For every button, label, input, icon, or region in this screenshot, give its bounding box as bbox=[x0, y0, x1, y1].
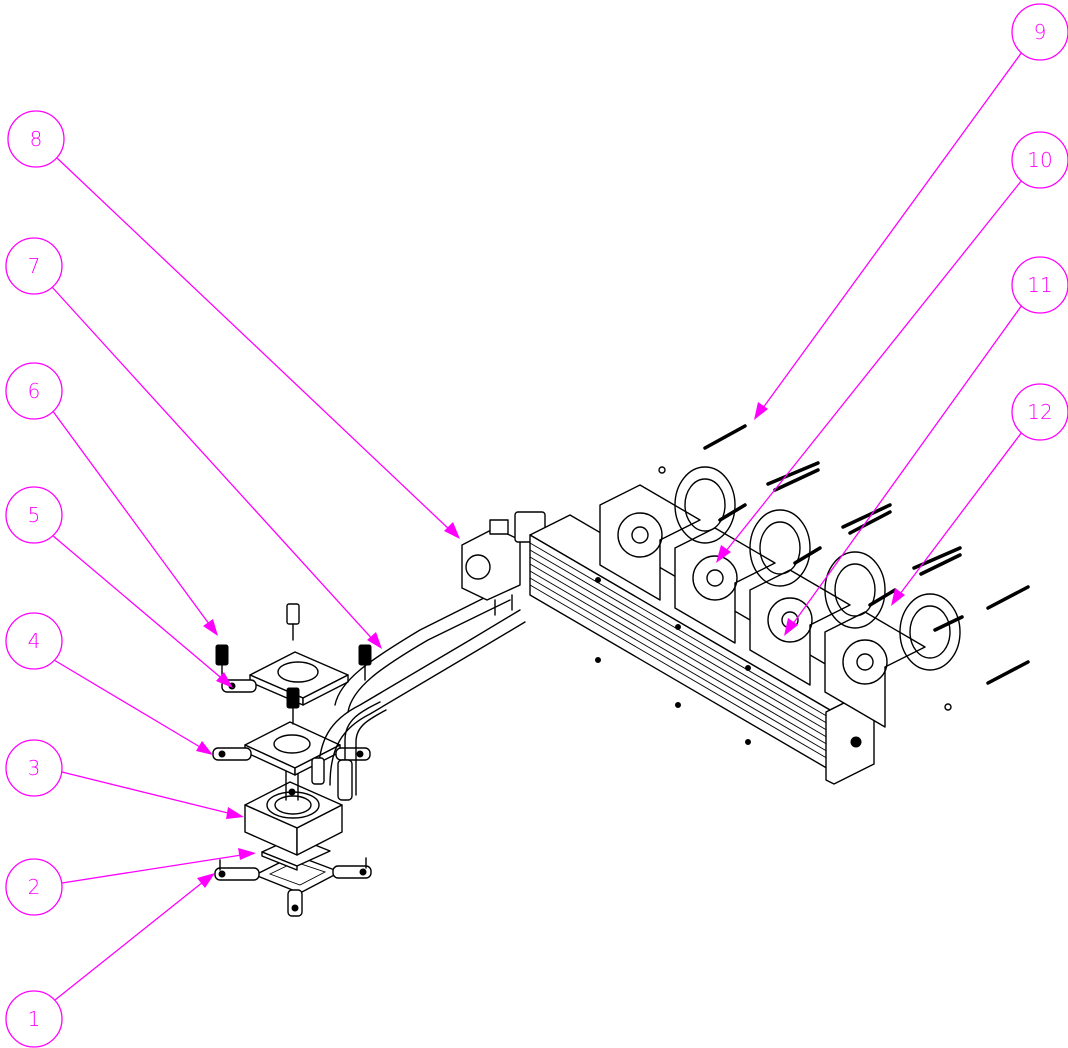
callout-12: 12 bbox=[891, 383, 1068, 606]
callout-label-6: 6 bbox=[28, 379, 41, 403]
callout-10: 10 bbox=[716, 131, 1068, 563]
callout-label-3: 3 bbox=[28, 756, 41, 780]
callout-label-9: 9 bbox=[1034, 20, 1047, 44]
mounting-plate-upper bbox=[221, 651, 349, 706]
callout-1: 1 bbox=[5, 873, 215, 1048]
callout-9: 9 bbox=[754, 3, 1068, 420]
callout-2: 2 bbox=[5, 848, 256, 916]
callout-8: 8 bbox=[7, 110, 460, 539]
callout-label-2: 2 bbox=[28, 875, 41, 899]
coolant-tubes bbox=[311, 589, 526, 801]
callouts: 1 2 3 4 5 bbox=[5, 3, 1068, 1048]
callout-4: 4 bbox=[5, 612, 213, 755]
callout-3: 3 bbox=[5, 739, 244, 819]
pump-block bbox=[244, 759, 343, 856]
backplate-bracket bbox=[214, 854, 372, 917]
callout-label-10: 10 bbox=[1027, 148, 1052, 172]
callout-label-1: 1 bbox=[28, 1007, 41, 1031]
callout-label-8: 8 bbox=[30, 127, 43, 151]
callout-label-5: 5 bbox=[28, 503, 41, 527]
callout-label-12: 12 bbox=[1027, 400, 1052, 424]
callout-5: 5 bbox=[5, 486, 233, 688]
callout-label-11: 11 bbox=[1027, 273, 1052, 297]
callout-11: 11 bbox=[784, 256, 1068, 636]
callout-label-7: 7 bbox=[28, 254, 41, 278]
radiator-fans bbox=[599, 466, 961, 728]
assembly-line-art bbox=[212, 424, 1030, 917]
callout-6: 6 bbox=[5, 362, 218, 636]
callout-7: 7 bbox=[5, 237, 382, 649]
thumb-screws bbox=[215, 603, 372, 725]
callout-label-4: 4 bbox=[28, 629, 41, 653]
